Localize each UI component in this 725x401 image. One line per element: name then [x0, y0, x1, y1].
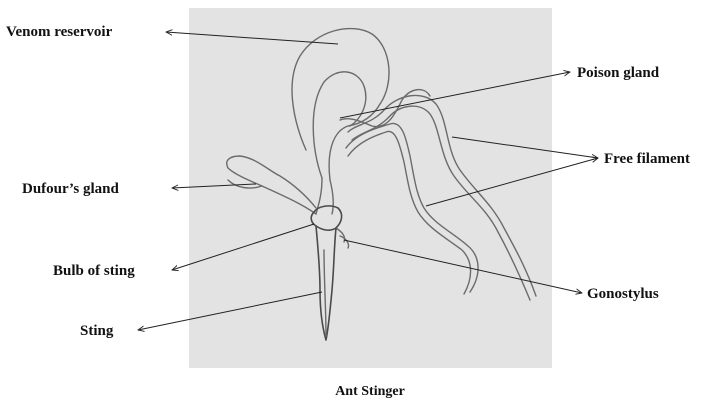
label-sting: Sting [80, 323, 114, 339]
figure-caption: Ant Stinger [335, 384, 405, 399]
label-poison-gland: Poison gland [577, 65, 660, 81]
label-venom-reservoir: Venom reservoir [6, 24, 113, 40]
label-free-filament: Free filament [604, 151, 690, 167]
label-bulb-of-sting: Bulb of sting [53, 263, 135, 279]
label-dufours-gland: Dufour’s gland [22, 181, 119, 197]
label-gonostylus: Gonostylus [587, 286, 659, 302]
